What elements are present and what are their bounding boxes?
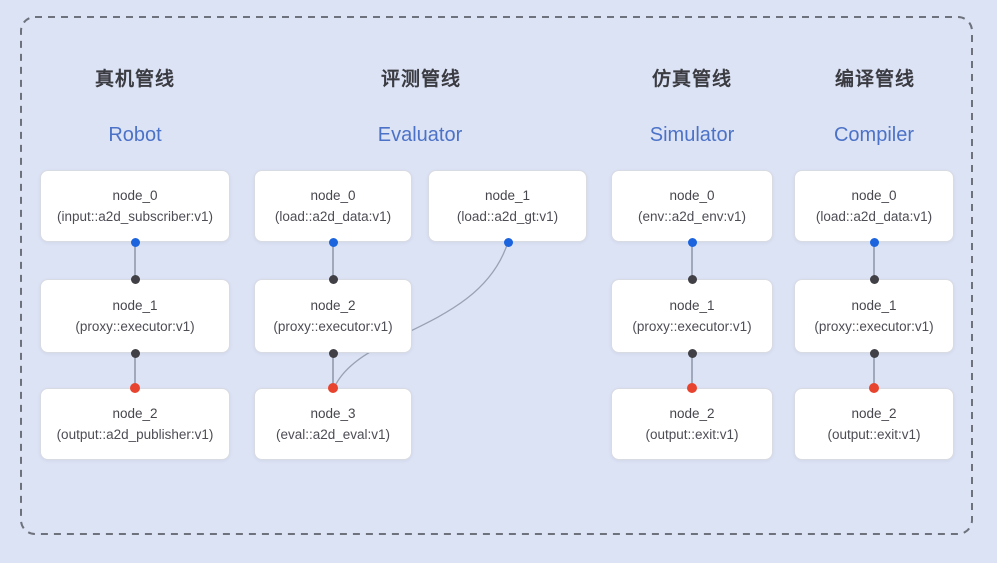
- input-port-dot[interactable]: [869, 274, 879, 284]
- output-port-dot[interactable]: [687, 348, 697, 358]
- node-name: node_0: [310, 188, 356, 203]
- node-type: (output::a2d_publisher:v1): [56, 427, 214, 442]
- output-port-dot[interactable]: [328, 348, 338, 358]
- pipeline-title-zh-evaluator: 评测管线: [380, 69, 462, 90]
- node-robot-1[interactable]: node_1 (proxy::executor:v1): [40, 279, 230, 353]
- pipeline-title-zh-compiler: 编译管线: [834, 69, 916, 90]
- output-port-dot[interactable]: [869, 348, 879, 358]
- pipeline-title-zh-simulator: 仿真管线: [651, 69, 733, 90]
- pipeline-title-en-simulator: Simulator: [649, 124, 735, 146]
- node-simulator-0[interactable]: node_0 (env::a2d_env:v1): [611, 170, 773, 242]
- node-type: (proxy::executor:v1): [75, 319, 195, 334]
- node-evaluator-2[interactable]: node_2 (proxy::executor:v1): [254, 279, 412, 353]
- output-port-dot[interactable]: [130, 237, 140, 247]
- node-evaluator-3[interactable]: node_3 (eval::a2d_eval:v1): [254, 388, 412, 460]
- node-name: node_1: [851, 298, 897, 313]
- pipeline-title-en-robot: Robot: [108, 124, 162, 146]
- node-type: (load::a2d_gt:v1): [456, 209, 559, 224]
- output-port-dot[interactable]: [687, 237, 697, 247]
- node-type: (proxy::executor:v1): [632, 319, 752, 334]
- node-type: (output::exit:v1): [827, 427, 921, 442]
- input-port-dot[interactable]: [328, 383, 338, 393]
- node-type: (load::a2d_data:v1): [815, 209, 933, 224]
- node-name: node_0: [851, 188, 897, 203]
- output-port-dot[interactable]: [328, 237, 338, 247]
- node-name: node_1: [484, 188, 531, 203]
- node-name: node_1: [112, 298, 158, 313]
- node-type: (proxy::executor:v1): [273, 319, 393, 334]
- node-compiler-0[interactable]: node_0 (load::a2d_data:v1): [794, 170, 954, 242]
- node-name: node_2: [310, 298, 356, 313]
- node-evaluator-1[interactable]: node_1 (load::a2d_gt:v1): [428, 170, 587, 242]
- input-port-dot[interactable]: [687, 274, 697, 284]
- input-port-dot[interactable]: [130, 274, 140, 284]
- output-port-dot[interactable]: [503, 237, 513, 247]
- node-name: node_2: [851, 406, 897, 421]
- node-compiler-2[interactable]: node_2 (output::exit:v1): [794, 388, 954, 460]
- input-port-dot[interactable]: [869, 383, 879, 393]
- node-type: (input::a2d_subscriber:v1): [56, 209, 214, 224]
- node-simulator-2[interactable]: node_2 (output::exit:v1): [611, 388, 773, 460]
- node-name: node_0: [112, 188, 158, 203]
- node-name: node_0: [669, 188, 715, 203]
- pipeline-title-zh-robot: 真机管线: [94, 69, 176, 90]
- output-port-dot[interactable]: [869, 237, 879, 247]
- node-name: node_1: [669, 298, 715, 313]
- output-port-dot[interactable]: [130, 348, 140, 358]
- pipeline-title-en-compiler: Compiler: [833, 124, 915, 146]
- input-port-dot[interactable]: [328, 274, 338, 284]
- node-robot-2[interactable]: node_2 (output::a2d_publisher:v1): [40, 388, 230, 460]
- node-evaluator-0[interactable]: node_0 (load::a2d_data:v1): [254, 170, 412, 242]
- node-name: node_2: [669, 406, 715, 421]
- node-type: (eval::a2d_eval:v1): [275, 427, 391, 442]
- node-type: (proxy::executor:v1): [814, 319, 934, 334]
- node-robot-0[interactable]: node_0 (input::a2d_subscriber:v1): [40, 170, 230, 242]
- node-compiler-1[interactable]: node_1 (proxy::executor:v1): [794, 279, 954, 353]
- node-type: (output::exit:v1): [645, 427, 739, 442]
- node-type: (load::a2d_data:v1): [274, 209, 392, 224]
- input-port-dot[interactable]: [130, 383, 140, 393]
- input-port-dot[interactable]: [687, 383, 697, 393]
- node-name: node_2: [112, 406, 158, 421]
- node-name: node_3: [310, 406, 356, 421]
- pipeline-title-en-evaluator: Evaluator: [377, 124, 463, 146]
- node-type: (env::a2d_env:v1): [637, 209, 747, 224]
- node-simulator-1[interactable]: node_1 (proxy::executor:v1): [611, 279, 773, 353]
